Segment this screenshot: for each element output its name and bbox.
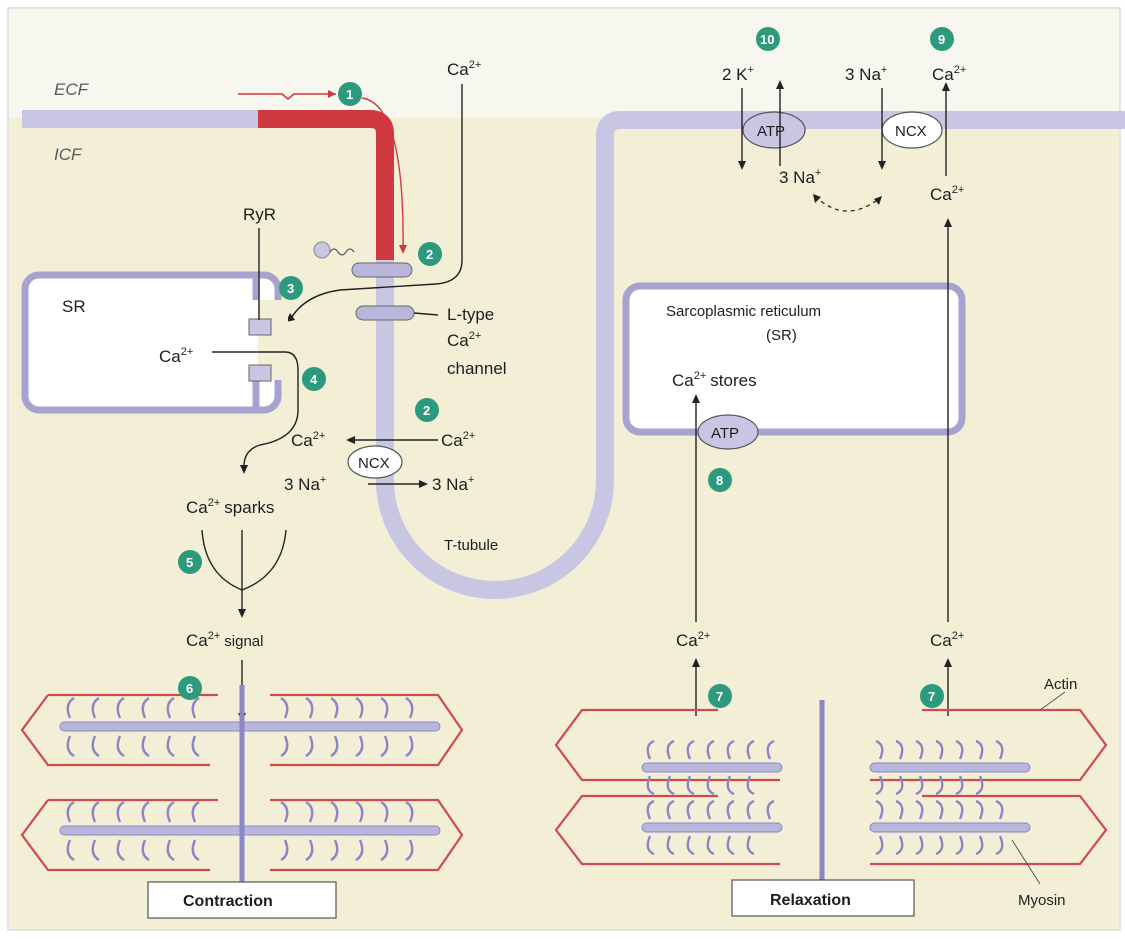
atp-pump-serca [697,414,759,450]
sarco-label-2: (SR) [766,327,797,344]
step-badge-2b: 2 [415,398,439,422]
svg-text:7: 7 [716,689,723,704]
svg-text:6: 6 [186,681,193,696]
ltype-label-1: L-type [447,305,494,324]
ryr-label: RyR [243,205,276,224]
sparks-label: Ca2+sparks [186,497,274,517]
action-potential-arrow [238,93,336,101]
svg-text:9: 9 [938,32,945,47]
ca-influx-path [289,84,463,321]
svg-text:2: 2 [426,247,433,262]
step-badge-1: 1 [338,82,362,106]
ttubule-label: T-tubule [444,537,498,554]
relaxation-caption-box [731,879,915,917]
step-badge-5: 5 [178,550,202,574]
contraction-caption-box [147,881,337,919]
sr-label: SR [62,297,86,316]
depolarization-arrow [361,97,404,253]
extracellular-region [8,8,1120,118]
depolarized-membrane-segment [258,110,394,260]
ncx-label-membrane: NCX [895,123,927,140]
frame [7,7,1121,931]
ryr-channel-lower [248,364,272,382]
ttubule-na-out: 3 Na+ [432,474,474,494]
atp-label-serca: ATP [711,425,739,442]
step-badge-3: 3 [279,276,303,300]
sr-ca-label: Ca2+ [159,346,193,366]
ttubule-na-in: 3 Na+ [284,474,326,494]
ca-influx-label: Ca2+ [447,59,481,79]
membrane-ca-in-label: Ca2+ [930,184,964,204]
intracellular-region [8,118,1120,930]
ltype-label-3: channel [447,359,507,378]
voltage-sensor [313,241,331,259]
ncx-exchanger-ttubule [347,445,403,479]
atp-label-membrane: ATP [757,123,785,140]
ttubule-ca-out: Ca2+ [441,430,475,450]
step-badge-9: 9 [930,27,954,51]
svg-text:4: 4 [310,372,318,387]
pump-k-label: 2 K+ [722,64,754,84]
sr-compartment-right [622,282,966,436]
ca-release-path [212,351,299,467]
step-badge-7b: 7 [920,684,944,708]
l-type-channel-gated [351,262,413,278]
ncx-na-label: 3 Na+ [845,64,887,84]
signal-label: Ca2+signal [186,630,263,650]
svg-text:1: 1 [346,87,353,102]
ltype-label-2: Ca2+ [447,330,481,350]
relax-ca-right: Ca2+ [930,630,964,650]
icf-label: ICF [54,145,83,164]
ttubule-ca-in: Ca2+ [291,430,325,450]
svg-text:5: 5 [186,555,193,570]
svg-text:10: 10 [760,32,774,47]
step-badge-6: 6 [178,676,202,700]
sarcomere-contraction [20,685,464,885]
l-type-channel [355,305,415,321]
svg-text:2: 2 [423,403,430,418]
myosin-label: Myosin [1018,892,1066,909]
contraction-caption: Contraction [183,893,273,910]
sarco-label-1: Sarcoplasmic reticulum [666,303,821,320]
step-badge-7a: 7 [708,684,732,708]
step-badge-8: 8 [708,468,732,492]
step-badge-4: 4 [302,367,326,391]
svg-text:3: 3 [287,281,294,296]
step-badge-2a: 2 [418,242,442,266]
atp-pump-membrane [742,111,806,149]
relax-ca-left: Ca2+ [676,630,710,650]
relaxation-caption: Relaxation [770,892,851,909]
ncx-label-ttubule: NCX [358,455,390,472]
sarcomere-relaxation [554,700,1108,885]
step-badge-10: 10 [756,27,780,51]
stores-label: Ca2+stores [672,370,757,390]
ryr-channel-upper [248,318,272,336]
pump-na-label: 3 Na+ [779,167,821,187]
membrane-ca-out-label: Ca2+ [932,64,966,84]
sparks-converge-lines [201,529,287,591]
svg-text:7: 7 [928,689,935,704]
actin-label: Actin [1044,676,1077,693]
svg-text:8: 8 [716,473,723,488]
sr-compartment-left [21,271,282,414]
na-recycle-arrow [814,195,881,212]
ecf-label: ECF [54,80,90,99]
